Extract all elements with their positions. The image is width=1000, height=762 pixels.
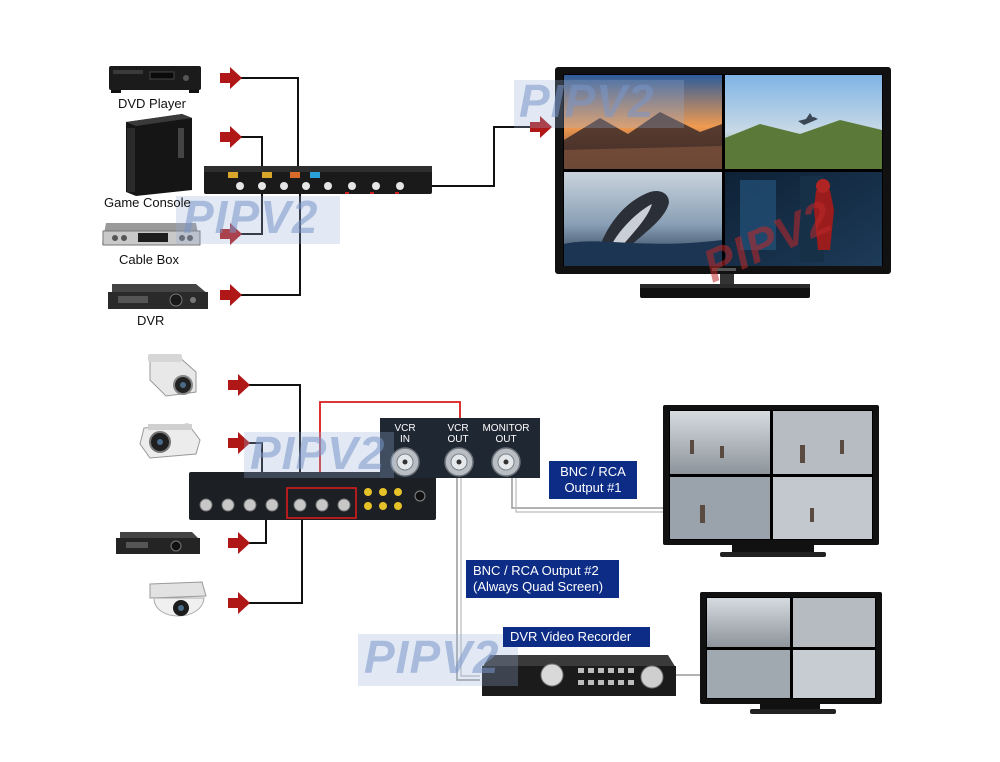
game-console-label: Game Console: [104, 195, 191, 210]
bottom-link-cables: [319, 401, 700, 681]
watermark-bg-top-tv: [514, 80, 684, 128]
game-console-device: [126, 114, 192, 196]
bullet-camera-2: [139, 423, 201, 459]
monitor-output-1: [663, 405, 879, 557]
cable-box-label: Cable Box: [119, 252, 179, 267]
pip-switcher-top: [204, 166, 432, 194]
dvd-player-device: [109, 66, 201, 93]
watermark-bg-top-left: [176, 196, 340, 244]
watermark-bg-bottom-recorder: [358, 634, 518, 686]
dvr-device-top: [108, 284, 208, 309]
bnc-connector-vcr-out: [444, 447, 474, 477]
dvr-label: DVR: [137, 313, 165, 328]
watermark-top-tv: PIPV2: [519, 75, 655, 127]
dome-camera: [149, 581, 207, 617]
vcr-in-label: VCR IN: [394, 423, 416, 445]
watermark-bottom-recorder: PIPV2: [364, 631, 500, 683]
bullet-camera-1: [148, 354, 197, 397]
top-input-arrows: [220, 67, 552, 306]
dvr-recorder-device: [482, 655, 676, 696]
pip-switcher-bottom: [189, 472, 436, 520]
bottom-cables: [248, 384, 303, 604]
vcr-out-label: VCR OUT: [447, 423, 469, 445]
top-cables: [240, 77, 548, 296]
monitor-output-2: [700, 592, 882, 714]
output1-callout: BNC / RCA Output #1: [549, 461, 637, 499]
bottom-input-arrows: [228, 374, 250, 614]
cable-box-device: [102, 223, 201, 246]
dvd-player-label: DVD Player: [118, 96, 186, 111]
bnc-output-panel: [380, 418, 540, 478]
dvr-device-bottom: [116, 532, 200, 554]
dvr-recorder-callout: DVR Video Recorder: [503, 627, 650, 647]
watermark-top-left: PIPV2: [183, 191, 319, 243]
output2-callout: BNC / RCA Output #2 (Always Quad Screen): [466, 560, 619, 598]
bnc-connector-vcr-in: [390, 447, 420, 477]
bnc-connector-monitor-out: [491, 447, 521, 477]
watermark-bottom-left: PIPV2: [250, 427, 386, 479]
monitor-out-label: MONITOR OUT: [482, 423, 530, 445]
watermark-bg-bottom-left: [244, 432, 394, 478]
tv-top: [555, 67, 891, 298]
